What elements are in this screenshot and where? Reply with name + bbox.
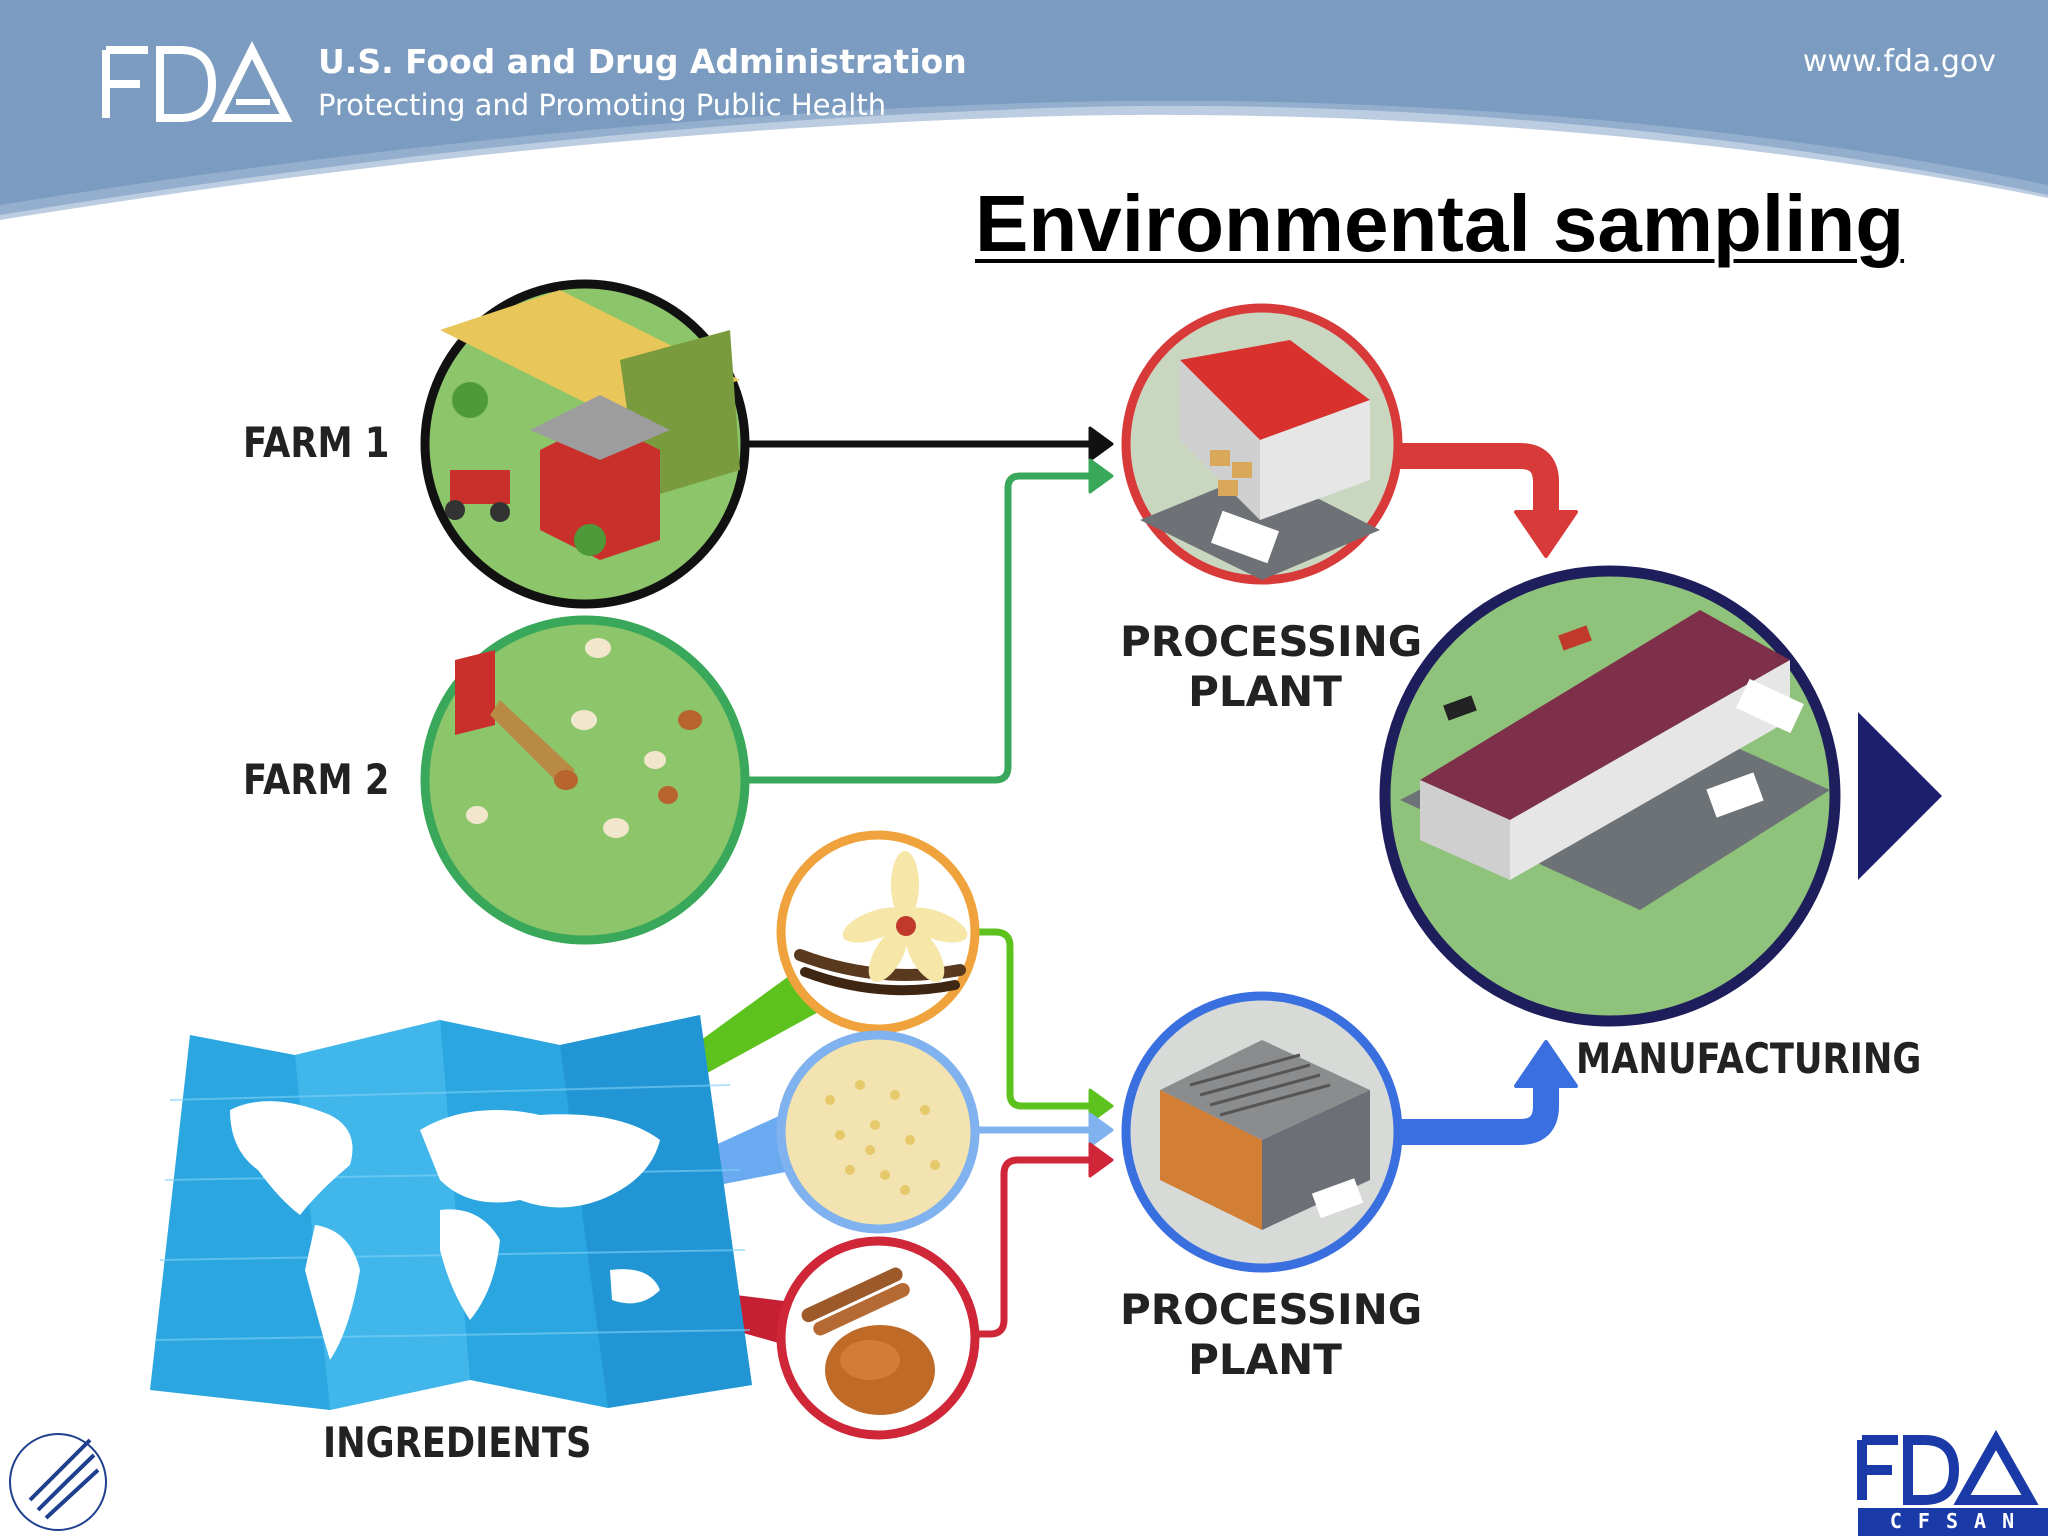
processing-plant-1-line1: PROCESSING [1120,617,1410,667]
website-link[interactable]: www.fda.gov [1803,44,1996,79]
manufacturing-circle [1385,571,1835,1021]
hhs-seal-icon [10,1434,106,1530]
world-map-icon [150,1015,752,1410]
farm-1-circle [425,284,745,604]
processing-plant-2-line2: PLANT [1120,1335,1410,1385]
processing-plant-2-circle [1126,996,1398,1268]
cfsan-text: C F S A N [1858,1509,2048,1533]
processing-plant-1-label: PROCESSING PLANT [1120,617,1410,717]
processing-plant-2-label: PROCESSING PLANT [1120,1285,1410,1385]
processing-plant-1-line2: PLANT [1120,667,1410,717]
vanilla-circle [781,835,975,1029]
tagline: Protecting and Promoting Public Health [318,88,886,122]
ingredients-label: INGREDIENTS [323,1418,591,1467]
manufacturing-label: MANUFACTURING [1576,1034,1921,1083]
farm-2-label: FARM 2 [243,755,389,804]
seeds-circle [781,1035,975,1229]
farm-2-circle [425,620,745,940]
output-arrow-icon [1858,712,1942,880]
slide-title: Environmental sampling [975,178,1904,270]
cinnamon-circle [781,1241,975,1435]
processing-plant-2-line1: PROCESSING [1120,1285,1410,1335]
org-name: U.S. Food and Drug Administration [318,42,967,81]
farm-1-label: FARM 1 [243,418,389,467]
processing-plant-1-circle [1126,308,1398,580]
